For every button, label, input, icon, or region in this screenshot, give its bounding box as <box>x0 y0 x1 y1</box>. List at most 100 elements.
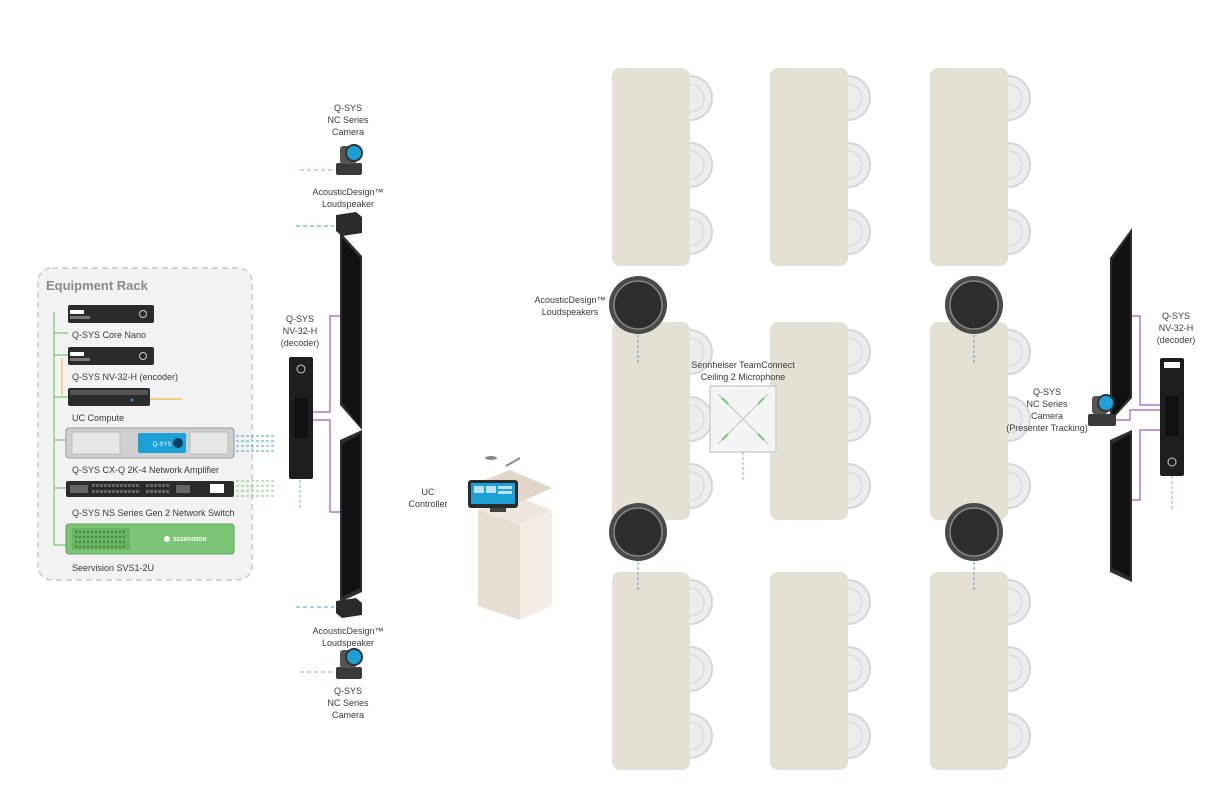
chair <box>1007 646 1031 692</box>
chair <box>689 209 713 255</box>
rack-label-amplifier: Q-SYS CX-Q 2K-4 Network Amplifier <box>72 465 220 475</box>
right-decoder <box>1132 315 1184 510</box>
table <box>930 322 1008 520</box>
chair-seat <box>847 217 863 247</box>
chair-seat <box>847 150 863 180</box>
ceiling-speaker <box>945 503 1003 592</box>
chair <box>847 646 871 692</box>
table <box>612 68 690 266</box>
chair <box>689 329 713 375</box>
seervision-badge: SEERVISION <box>173 537 207 543</box>
chair <box>1007 209 1031 255</box>
chair-seat <box>689 217 705 247</box>
chair <box>689 646 713 692</box>
chair <box>689 396 713 442</box>
left-speaker-top <box>296 212 362 236</box>
switch-network-cables <box>236 480 276 497</box>
chair-seat <box>689 83 705 113</box>
chair <box>847 142 871 188</box>
uc-compute-device <box>68 388 150 406</box>
chair-seat <box>689 337 705 367</box>
network-switch-device <box>66 481 234 497</box>
chair-seat <box>1007 654 1023 684</box>
label-camera-right: Q-SYS NC Series Camera (Presenter Tracki… <box>1006 387 1088 433</box>
chair <box>1007 463 1031 509</box>
ceiling-microphone <box>709 385 777 480</box>
chair <box>847 713 871 759</box>
chair <box>847 463 871 509</box>
chair-seat <box>689 587 705 617</box>
chair <box>689 75 713 121</box>
table <box>612 572 690 770</box>
table <box>612 322 690 520</box>
uc-controller-device <box>468 480 518 512</box>
table <box>930 572 1008 770</box>
chairs <box>689 75 1031 759</box>
chair-seat <box>1007 471 1023 501</box>
label-camera-top: Q-SYS NC Series Camera <box>327 103 369 137</box>
core-nano-device <box>68 305 154 323</box>
equipment-rack-title: Equipment Rack <box>46 278 148 293</box>
chair <box>847 396 871 442</box>
chair-seat <box>1007 587 1023 617</box>
chair <box>1007 579 1031 625</box>
amp-logo: Q-SYS <box>153 442 172 448</box>
nv32h-encoder-device <box>68 347 154 365</box>
chair-seat <box>689 471 705 501</box>
label-speaker-bottom: AcousticDesign™ Loudspeaker <box>312 626 384 648</box>
left-speaker-bottom <box>296 598 362 618</box>
ceiling-speaker <box>609 503 667 592</box>
chair-seat <box>1007 217 1023 247</box>
left-display-bottom <box>340 430 362 602</box>
left-camera-top <box>300 144 363 175</box>
label-camera-bottom: Q-SYS NC Series Camera <box>327 686 369 720</box>
chair <box>847 75 871 121</box>
right-camera <box>1088 394 1162 426</box>
tables <box>612 68 1008 770</box>
cxq-amplifier-device: Q-SYS <box>65 427 235 459</box>
chair-seat <box>1007 150 1023 180</box>
chair <box>847 329 871 375</box>
chair <box>1007 713 1031 759</box>
chair-seat <box>1007 83 1023 113</box>
chair-seat <box>1007 337 1023 367</box>
label-speaker-top: AcousticDesign™ Loudspeaker <box>312 187 384 209</box>
rack-label-core-nano: Q-SYS Core Nano <box>72 330 147 340</box>
rack-label-switch: Q-SYS NS Series Gen 2 Network Switch <box>72 508 235 518</box>
chair-seat <box>689 150 705 180</box>
left-camera-bottom <box>300 648 363 679</box>
chair-seat <box>847 337 863 367</box>
equipment-rack: Q-SYS <box>37 267 276 581</box>
seervision-device: SEERVISION <box>65 523 235 555</box>
label-decoder-right: Q-SYS NV-32-H (decoder) <box>1156 311 1196 345</box>
chair <box>689 713 713 759</box>
right-display-bottom <box>1110 430 1132 582</box>
chair <box>1007 329 1031 375</box>
ceiling-speakers <box>609 276 1003 592</box>
left-decoder <box>289 315 340 513</box>
chair <box>689 579 713 625</box>
left-display-top <box>340 232 362 430</box>
chair-seat <box>689 404 705 434</box>
table <box>770 322 848 520</box>
chair-seat <box>847 587 863 617</box>
label-decoder-left: Q-SYS NV-32-H (decoder) <box>280 314 320 348</box>
right-display-top <box>1110 228 1132 422</box>
chair <box>847 579 871 625</box>
ceiling-speaker <box>945 276 1003 365</box>
chair-seat <box>689 654 705 684</box>
chair-seat <box>847 404 863 434</box>
label-ceiling-microphone: Sennheiser TeamConnect Ceiling 2 Microph… <box>691 360 795 382</box>
chair-seat <box>689 721 705 751</box>
chair <box>1007 142 1031 188</box>
chair-seat <box>847 721 863 751</box>
table <box>930 68 1008 266</box>
chair <box>689 142 713 188</box>
chair <box>847 209 871 255</box>
table <box>770 68 848 266</box>
label-uc-controller: UC Controller <box>408 487 448 509</box>
chair-seat <box>1007 404 1023 434</box>
chair <box>689 463 713 509</box>
amp-speaker-cables <box>236 435 276 452</box>
